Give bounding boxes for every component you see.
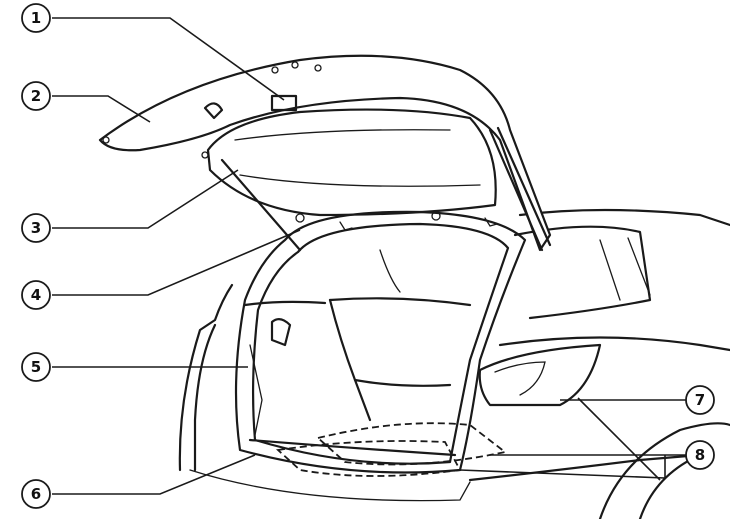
callout-2-label: 2	[31, 87, 41, 105]
callout-2: 2	[21, 81, 51, 111]
callout-3: 3	[21, 213, 51, 243]
callout-1-label: 1	[31, 9, 41, 27]
callout-6: 6	[21, 479, 51, 509]
callout-3-label: 3	[31, 219, 41, 237]
callout-6-label: 6	[31, 485, 41, 503]
callout-5-label: 5	[31, 358, 41, 376]
cargo-interior	[243, 249, 472, 457]
callout-8: 8	[685, 440, 715, 470]
leader-lines	[52, 17, 686, 495]
callout-5: 5	[21, 352, 51, 382]
tail-lamp	[478, 343, 602, 407]
liftgate	[98, 54, 552, 252]
callout-7-label: 7	[695, 391, 705, 409]
car-body	[178, 208, 730, 519]
callout-4-label: 4	[31, 286, 41, 304]
callout-4: 4	[21, 280, 51, 310]
callout-7: 7	[685, 385, 715, 415]
cargo-opening	[234, 210, 527, 474]
callout-8-label: 8	[695, 446, 705, 464]
callout-1: 1	[21, 3, 51, 33]
